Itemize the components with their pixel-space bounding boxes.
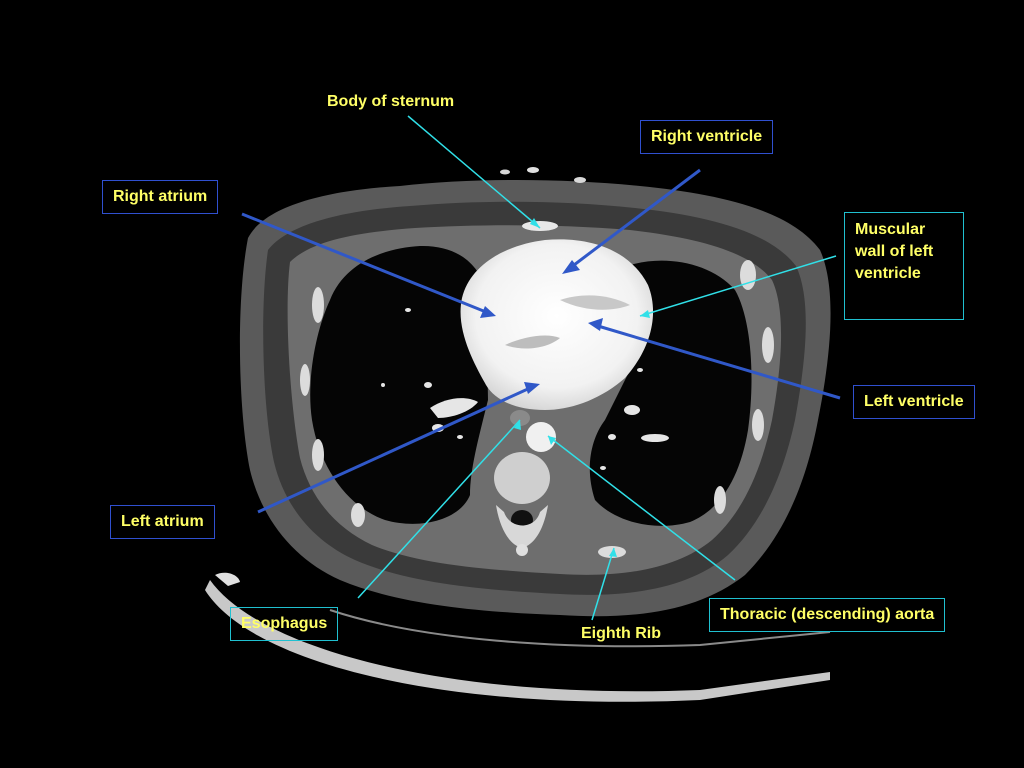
sternum <box>522 221 558 231</box>
spinous-process <box>516 544 528 556</box>
leader-sternum-head <box>530 218 540 228</box>
vertebral-body <box>494 452 550 504</box>
label-left-ventricle: Left ventricle <box>853 385 975 419</box>
leader-aorta <box>547 435 736 581</box>
pulmonary-vessels <box>381 308 669 470</box>
esophagus-tissue <box>510 410 530 426</box>
sternum-top-3 <box>574 177 586 183</box>
arrow-right-ventricle-head <box>562 260 580 274</box>
leader-aorta-head <box>548 436 556 445</box>
label-eighth-rib: Eighth Rib <box>581 625 661 642</box>
label-body-of-sternum: Body of sternum <box>327 93 455 110</box>
leader-esophagus-head <box>514 420 521 430</box>
arrow-right-ventricle <box>569 168 701 270</box>
sternum-top-2 <box>500 169 510 175</box>
label-right-atrium: Right atrium <box>102 180 219 214</box>
leader-muscular-wall-head <box>640 310 650 318</box>
descending-aorta <box>526 422 556 452</box>
leader-lines <box>357 115 837 621</box>
leader-esophagus <box>357 419 521 599</box>
scanner-table-arc <box>215 572 240 586</box>
label-right-ventricle: Right ventricle <box>640 120 774 154</box>
arrow-left-atrium <box>257 386 531 514</box>
leader-eighth-rib <box>591 547 615 621</box>
heart-wall-shadow <box>560 295 630 310</box>
heart <box>460 239 654 410</box>
left-lung <box>589 260 752 526</box>
arrow-right-atrium <box>241 212 487 314</box>
sternum-top-1 <box>527 167 539 173</box>
label-esophagus: Esophagus <box>230 607 339 641</box>
scanner-table <box>205 580 830 702</box>
leader-muscular-wall <box>639 255 837 317</box>
arrows <box>241 168 841 514</box>
vertebral-arch <box>496 505 548 548</box>
leader-eighth-rib-head <box>609 548 617 557</box>
right-lung <box>310 245 488 524</box>
leader-sternum <box>407 115 541 229</box>
label-thoracic-aorta: Thoracic (descending) aorta <box>709 598 946 632</box>
arrow-left-atrium-head <box>524 382 540 394</box>
scanner-table-edge <box>329 609 831 648</box>
arrow-left-ventricle <box>597 324 841 400</box>
label-muscular-wall: Muscular wall of left ventricle <box>844 212 964 320</box>
arrow-right-atrium-head <box>480 306 496 318</box>
label-left-atrium: Left atrium <box>110 505 215 539</box>
heart-septum-shadow <box>505 335 560 349</box>
arrow-left-ventricle-head <box>588 318 603 331</box>
